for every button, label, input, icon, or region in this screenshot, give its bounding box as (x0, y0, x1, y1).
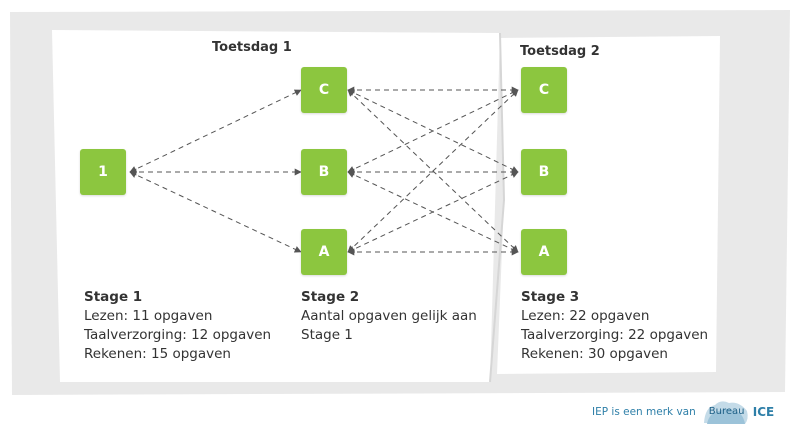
stage1-line: Lezen: 11 opgaven (84, 308, 213, 324)
stage2-block: Stage 2 Aantal opgaven gelijk aan Stage … (301, 288, 477, 345)
edge-1-to-a (129, 171, 302, 253)
edge-a-to-b (347, 171, 519, 253)
node-stage3-a: A (521, 229, 567, 275)
stage3-title: Stage 3 (521, 289, 580, 305)
stage2-title: Stage 2 (301, 289, 360, 305)
node-start: 1 (80, 149, 126, 195)
stage1-block: Stage 1 Lezen: 11 opgaven Taalverzorging… (84, 288, 271, 364)
stage3-line: Taalverzorging: 22 opgaven (521, 327, 709, 343)
edge-1-to-c (129, 89, 302, 173)
stage2-line: Aantal opgaven gelijk aan (301, 308, 477, 324)
node-stage2-b: B (301, 149, 347, 195)
day1-title: Toetsdag 1 (212, 40, 292, 55)
node-stage2-c: C (301, 67, 347, 113)
stage3-line: Lezen: 22 opgaven (521, 308, 650, 324)
logo-shape-icon (703, 401, 748, 424)
node-stage3-b: B (521, 149, 567, 195)
stage1-line: Rekenen: 15 opgaven (84, 346, 231, 362)
stage2-line: Stage 1 (301, 327, 353, 343)
stage3-block: Stage 3 Lezen: 22 opgaven Taalverzorging… (521, 288, 708, 364)
footer-text: IEP is een merk van (592, 406, 696, 418)
bureau-ice-logo: Bureau ICE (701, 397, 774, 427)
stage1-line: Taalverzorging: 12 opgaven (84, 327, 272, 343)
stage1-title: Stage 1 (84, 289, 143, 305)
day2-title: Toetsdag 2 (520, 44, 600, 59)
logo-accent: ICE (752, 405, 775, 419)
logo-word: Bureau (708, 406, 745, 417)
footer: IEP is een merk van Bureau ICE (592, 397, 774, 427)
stage3-line: Rekenen: 30 opgaven (521, 346, 668, 362)
node-stage3-c: C (521, 67, 567, 113)
panel-day2 (497, 36, 720, 374)
node-stage2-a: A (301, 229, 347, 275)
